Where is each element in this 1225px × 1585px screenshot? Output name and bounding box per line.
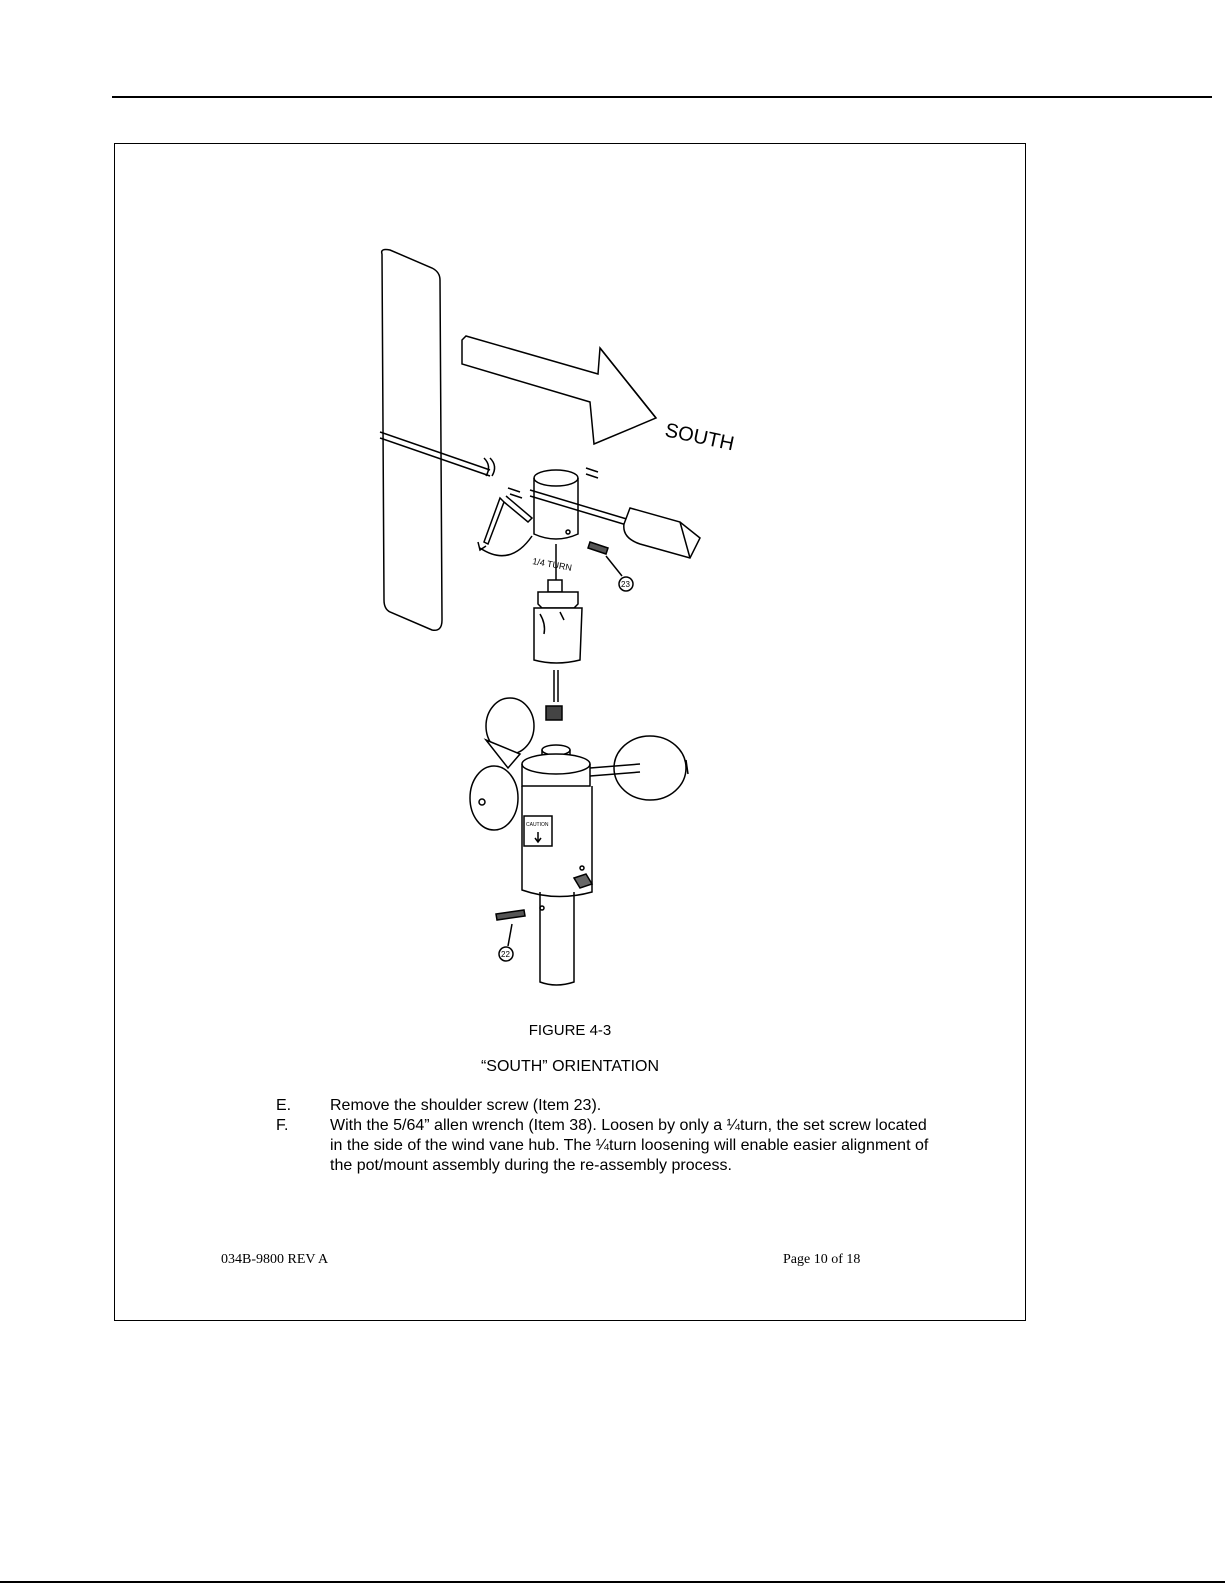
cup-wheel bbox=[469, 697, 689, 831]
allen-wrench bbox=[483, 495, 534, 546]
figure-caption: FIGURE 4-3 bbox=[528, 1022, 612, 1039]
caution-label: CAUTION bbox=[526, 822, 549, 828]
vane-fin bbox=[380, 248, 443, 632]
turn-label: 1/4 TURN bbox=[532, 556, 573, 573]
page-number: Page 10 of 18 bbox=[783, 1252, 861, 1267]
step-text: Remove the shoulder screw (Item 23). bbox=[330, 1097, 602, 1114]
wind-sensor-exploded-illustration: SOUTH 1/4 TURN 23 22 CAUTION bbox=[379, 248, 736, 986]
footer-rule bbox=[0, 1581, 1225, 1583]
figure-orientation-title: “SOUTH” ORIENTATION bbox=[480, 1058, 660, 1075]
sensor-body bbox=[521, 744, 641, 898]
step-letter: E. bbox=[276, 1097, 292, 1114]
shoulder-screw-23 bbox=[587, 541, 609, 555]
vane-hub bbox=[533, 469, 579, 540]
callout-22-label: 22 bbox=[501, 950, 510, 959]
header-rule bbox=[112, 96, 1212, 98]
south-arrow bbox=[461, 335, 658, 446]
vane-rod bbox=[379, 431, 491, 477]
callout-23-label: 23 bbox=[621, 580, 630, 589]
bushing bbox=[545, 705, 563, 721]
south-label: SOUTH bbox=[663, 419, 736, 455]
step-text: With the 5/64” allen wrench (Item 38). L… bbox=[330, 1117, 929, 1174]
set-screw-22 bbox=[495, 909, 526, 921]
step-letter: F. bbox=[276, 1117, 289, 1134]
counterweight bbox=[623, 507, 701, 559]
figure-frame bbox=[114, 143, 1026, 1321]
mast bbox=[539, 892, 575, 986]
pot-mount-assembly bbox=[533, 579, 583, 664]
document-id: 034B-9800 REV A bbox=[221, 1252, 329, 1267]
